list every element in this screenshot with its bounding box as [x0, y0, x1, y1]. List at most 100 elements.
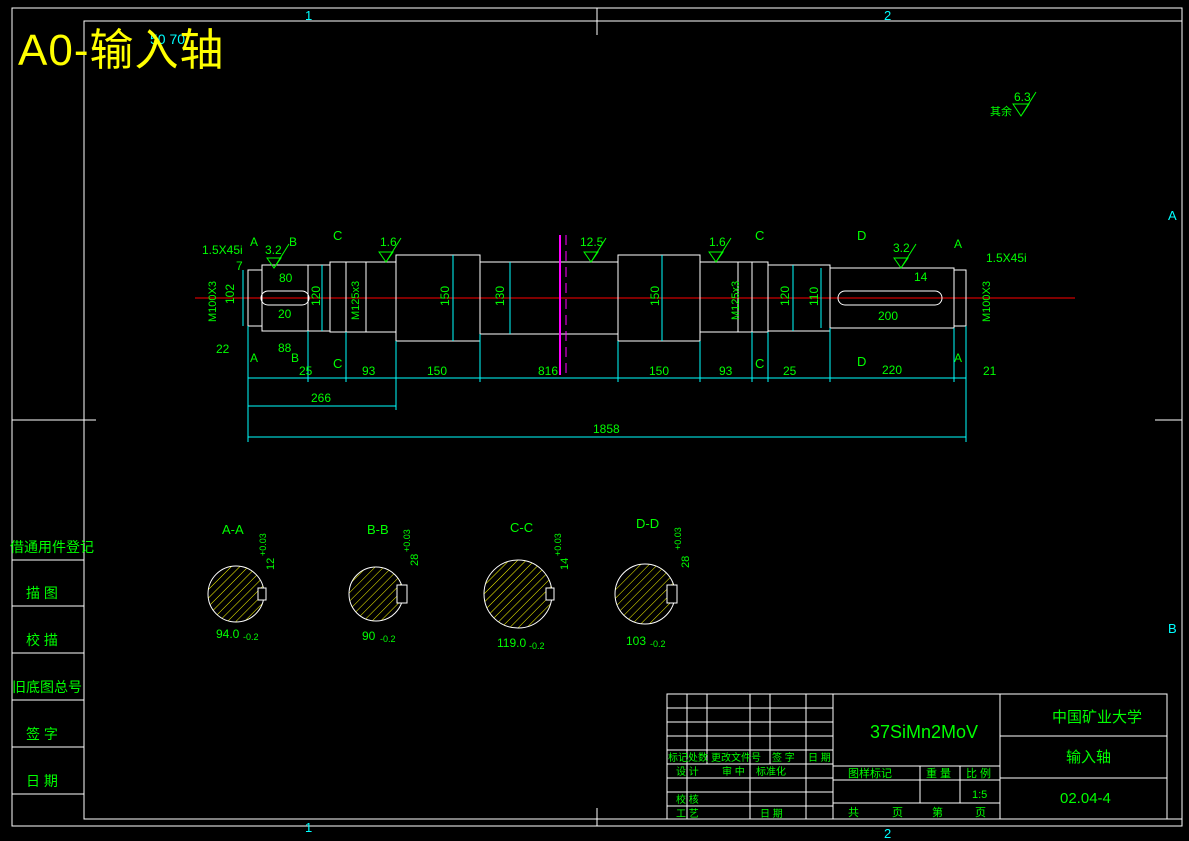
chamfer-left: 1.5X45i — [202, 243, 243, 257]
sec-c-top-right: C — [755, 228, 764, 243]
key-80: 80 — [279, 271, 293, 285]
side-label-6: 日 期 — [26, 773, 58, 789]
section-views: A-A 12 +0.03 94.0 -0.2 B-B 28 +0.03 90 -… — [207, 516, 692, 651]
tb-stage-2: 重 量 — [926, 766, 951, 780]
rough-5: 3.2 — [893, 241, 910, 255]
tb-role-3: 工 艺 — [676, 808, 699, 820]
side-label-2: 描 图 — [26, 585, 58, 601]
shaft-view — [195, 254, 1075, 342]
key-7: 7 — [236, 259, 243, 273]
len-150-left: 150 — [427, 364, 447, 378]
svg-text:+0.03: +0.03 — [673, 527, 683, 550]
sec-c-top-left: C — [333, 228, 342, 243]
len-1858: 1858 — [593, 422, 620, 436]
section-d-d: D-D 28 +0.03 103 -0.2 — [614, 516, 692, 649]
tb-std: 标准化 — [756, 765, 786, 778]
len-25-left: 25 — [299, 364, 313, 378]
zone-right-b: B — [1168, 621, 1177, 636]
thread-c-right: M125x3 — [730, 281, 742, 320]
section-b-b: B-B 28 +0.03 90 -0.2 — [348, 522, 421, 644]
svg-text:-0.2: -0.2 — [650, 639, 666, 649]
tb-part-name: 输入轴 — [1066, 749, 1111, 766]
tb-role2-2: 日 期 — [760, 808, 783, 820]
svg-text:28: 28 — [409, 554, 421, 566]
tb-material: 37SiMn2MoV — [870, 722, 978, 742]
section-a-a: A-A 12 +0.03 94.0 -0.2 — [207, 522, 277, 642]
inner-border — [83, 20, 1183, 820]
len-816: 816 — [538, 364, 558, 378]
sec-c-bot-left: C — [333, 356, 342, 371]
tb-rev-3: 更改文件号 — [711, 751, 761, 764]
thread-left: M100X3 — [207, 281, 219, 322]
dia-150-left: 150 — [438, 286, 452, 306]
tb-scale: 1:5 — [972, 789, 987, 801]
chamfer-right: 1.5X45i — [986, 251, 1027, 265]
tb-drawing-no: 02.04-4 — [1060, 790, 1111, 807]
title-block — [666, 693, 1168, 820]
surface-finish-value: 6.3 — [1014, 90, 1031, 104]
svg-text:14: 14 — [559, 558, 571, 570]
sec-d-top: D — [857, 228, 866, 243]
surface-finish-label: 其余 — [990, 104, 1012, 118]
tb-stage-1: 图样标记 — [848, 766, 892, 780]
dia-102: 102 — [223, 284, 237, 304]
dia-120-left: 120 — [309, 286, 323, 306]
tb-role2-1: 审 中 — [722, 765, 745, 778]
sec-b-top: B — [289, 235, 297, 249]
svg-text:-0.2: -0.2 — [243, 632, 259, 642]
sec-b-bot: B — [291, 351, 299, 365]
svg-text:119.0: 119.0 — [497, 636, 526, 650]
side-label-4: 旧底图总号 — [12, 679, 82, 695]
tb-rev-1: 标记 — [668, 752, 688, 764]
key-14: 14 — [914, 270, 928, 284]
len-25-right: 25 — [783, 364, 797, 378]
page-title: A0-输入轴 — [18, 26, 225, 75]
tb-sheet-1: 共 — [848, 806, 859, 819]
tb-role-1: 设 计 — [676, 765, 699, 778]
sec-a-top-left: A — [250, 235, 258, 249]
svg-text:D-D: D-D — [636, 516, 659, 531]
len-93-left: 93 — [362, 364, 376, 378]
thread-right: M100X3 — [981, 281, 993, 322]
rough-4: 1.6 — [709, 235, 726, 249]
dia-120-right: 120 — [778, 286, 792, 306]
tb-rev-2: 处数 — [688, 751, 708, 764]
surface-finish-symbol — [1012, 91, 1037, 117]
key-88: 88 — [278, 341, 292, 355]
tb-sheet-3: 第 — [932, 805, 943, 819]
side-label-1: 借通用件登记 — [10, 539, 94, 555]
len-93-right: 93 — [719, 364, 733, 378]
section-c-c: C-C 14 +0.03 119.0 -0.2 — [483, 520, 571, 651]
svg-text:-0.2: -0.2 — [380, 634, 396, 644]
sec-c-bot-right: C — [755, 356, 764, 371]
dia-110: 110 — [807, 287, 821, 306]
sec-a-bot-left: A — [250, 351, 258, 365]
tb-sheet-2: 页 — [892, 807, 903, 819]
svg-text:+0.03: +0.03 — [553, 533, 563, 556]
sec-a-top-right: A — [954, 237, 962, 251]
svg-text:28: 28 — [680, 556, 692, 568]
key-20: 20 — [278, 307, 292, 321]
thread-c-left: M125x3 — [350, 281, 362, 320]
svg-text:103: 103 — [626, 634, 646, 648]
side-label-3: 校 描 — [26, 632, 58, 648]
tb-role-2: 校 核 — [676, 793, 699, 806]
dia-130: 130 — [493, 286, 507, 306]
svg-text:12: 12 — [265, 558, 277, 570]
svg-text:90: 90 — [362, 629, 376, 643]
len-21: 21 — [983, 364, 997, 378]
svg-text:94.0: 94.0 — [216, 627, 240, 641]
zone-bottom-2: 2 — [884, 826, 891, 841]
tb-stage-3: 比 例 — [966, 766, 991, 780]
rough-2: 1.6 — [380, 235, 397, 249]
len-220: 220 — [882, 363, 902, 377]
zone-bottom-1: 1 — [305, 820, 312, 835]
key-200: 200 — [878, 309, 898, 323]
outer-border — [11, 7, 1183, 827]
svg-text:A-A: A-A — [222, 522, 244, 537]
side-label-5: 签 字 — [26, 726, 58, 742]
tb-rev-4: 签 字 — [772, 751, 795, 764]
svg-text:B-B: B-B — [367, 522, 389, 537]
zone-right-a: A — [1168, 208, 1177, 223]
